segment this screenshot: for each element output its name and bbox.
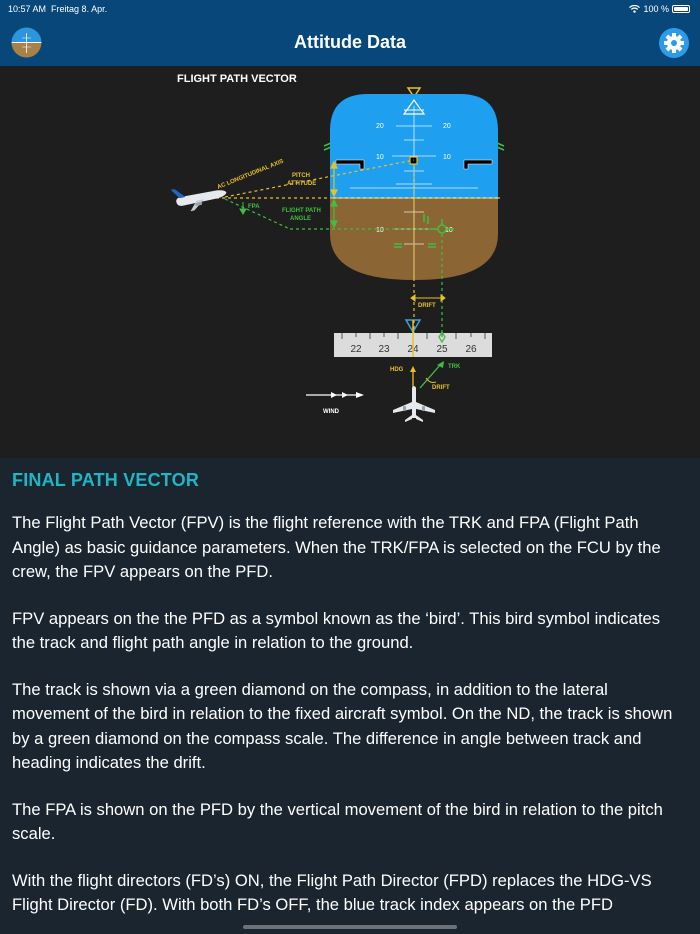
hdg-label: HDG	[390, 367, 404, 373]
drift-label-bottom: DRIFT	[432, 385, 450, 391]
attitude-indicator-icon[interactable]	[11, 27, 42, 58]
status-date: Freitag 8. Apr.	[51, 4, 108, 14]
flight-path-angle-label-2: ANGLE	[290, 216, 311, 222]
content-panel: FINAL PATH VECTOR The Flight Path Vector…	[0, 458, 700, 934]
section-title: FINAL PATH VECTOR	[12, 470, 200, 490]
flight-path-vector-diagram: FLIGHT PATH VECTOR	[170, 73, 505, 422]
flight-path-angle-label-1: FLIGHT PATH	[282, 208, 321, 214]
paragraph-3: The track is shown via a green diamond o…	[12, 679, 673, 773]
fpa-label: FPA	[248, 204, 260, 210]
paragraph-1: The Flight Path Vector (FPV) is the flig…	[12, 513, 661, 581]
battery-icon	[672, 5, 690, 13]
status-bar: 10:57 AM Freitag 8. Apr. 100 %	[0, 0, 700, 18]
pitch-label-10-right: 10	[443, 154, 451, 161]
pitch-label-m10-right: 10	[445, 227, 453, 234]
trk-label: TRK	[448, 364, 461, 370]
battery-percent: 100 %	[643, 4, 669, 14]
track-diamond-icon	[438, 330, 446, 344]
status-time-date: 10:57 AM Freitag 8. Apr.	[8, 4, 107, 14]
pitch-label-20-left: 20	[376, 123, 384, 130]
nav-bar: Attitude Data	[0, 18, 700, 66]
wind-arrow-icon	[306, 392, 364, 398]
diagram-carousel[interactable]: FLIGHT PATH VECTOR	[0, 66, 700, 513]
gear-icon[interactable]	[659, 28, 689, 58]
compass-22: 22	[350, 344, 362, 355]
vertical-speed-icon	[402, 98, 426, 115]
compass-23: 23	[378, 344, 390, 355]
home-indicator[interactable]	[243, 925, 457, 929]
wind-label: WIND	[323, 409, 340, 415]
diagram-title: FLIGHT PATH VECTOR	[177, 73, 297, 85]
bank-scale-green	[323, 142, 505, 151]
compass-25: 25	[436, 344, 448, 355]
drift-label-top: DRIFT	[418, 303, 436, 309]
wifi-icon	[629, 5, 641, 13]
pitch-attitude-label-1: PITCH	[292, 173, 310, 179]
paragraph-2: FPV appears on the the PFD as a symbol k…	[12, 608, 661, 653]
pitch-label-10-left: 10	[376, 154, 384, 161]
status-time: 10:57 AM	[8, 4, 47, 14]
roll-index-icon	[406, 87, 422, 99]
ac-axis-label: AC LONGITUDINAL AXIS	[217, 159, 285, 191]
compass-26: 26	[465, 344, 477, 355]
pfd-attitude-sphere	[330, 94, 498, 280]
paragraph-4: The FPA is shown on the PFD by the verti…	[12, 799, 663, 844]
aircraft-side-icon	[170, 189, 227, 212]
paragraph-5: With the flight directors (FD’s) ON, the…	[12, 870, 652, 915]
fpd-bars	[394, 214, 436, 248]
pitch-attitude-label-2: ATTITUDE	[287, 181, 316, 187]
page-title: Attitude Data	[294, 32, 406, 52]
pitch-label-20-right: 20	[443, 123, 451, 130]
status-right: 100 %	[629, 4, 690, 14]
pitch-label-m10-left: 10	[376, 227, 384, 234]
aircraft-top-icon	[393, 386, 435, 422]
ac-axis-line	[224, 159, 415, 198]
